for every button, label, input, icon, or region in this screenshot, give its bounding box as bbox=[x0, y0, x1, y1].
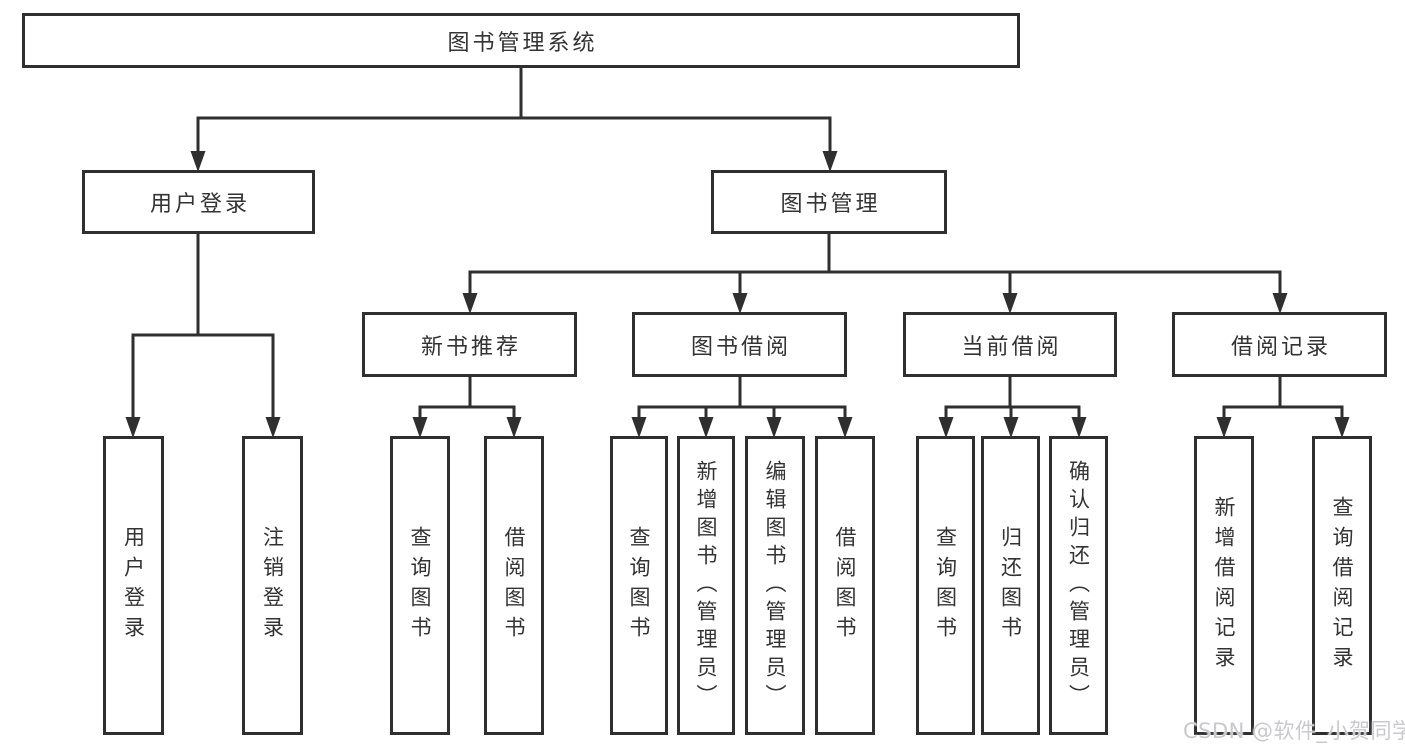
leaf-query-borrow-record: 查询借阅记录 bbox=[1312, 436, 1372, 735]
leaf-add-book-admin: 新增图书（管理员） bbox=[677, 436, 735, 735]
leaf-user-login: 用户登录 bbox=[103, 436, 164, 735]
leaf-logout-label: 注销登录 bbox=[260, 525, 285, 646]
node-book-borrowing-label: 图书借阅 bbox=[690, 334, 791, 360]
leaf-add-borrow-record: 新增借阅记录 bbox=[1194, 436, 1254, 735]
node-book-management: 图书管理 bbox=[711, 170, 947, 234]
node-book-management-label: 图书管理 bbox=[780, 192, 881, 217]
leaf-logout: 注销登录 bbox=[242, 436, 303, 735]
leaf-return-book-label: 归还图书 bbox=[998, 525, 1023, 646]
node-root: 图书管理系统 bbox=[22, 13, 1020, 68]
node-current-borrowing: 当前借阅 bbox=[903, 312, 1117, 377]
leaf-query-book-2: 查询图书 bbox=[610, 436, 668, 735]
node-new-book-recommendation: 新书推荐 bbox=[362, 312, 577, 377]
node-book-borrowing: 图书借阅 bbox=[632, 312, 847, 377]
leaf-borrow-book-1: 借阅图书 bbox=[484, 436, 544, 735]
leaf-edit-book-admin: 编辑图书（管理员） bbox=[745, 436, 805, 735]
leaf-query-book-3: 查询图书 bbox=[916, 436, 975, 735]
leaf-add-book-admin-label: 新增图书（管理员） bbox=[694, 459, 718, 712]
leaf-query-borrow-record-label: 查询借阅记录 bbox=[1330, 495, 1354, 676]
watermark: CSDN @软件_小贺同学 bbox=[1183, 719, 1405, 743]
leaf-confirm-return-admin: 确认归还（管理员） bbox=[1049, 436, 1108, 735]
leaf-user-login-label: 用户登录 bbox=[121, 525, 146, 646]
node-new-book-recommendation-label: 新书推荐 bbox=[420, 334, 521, 360]
node-current-borrowing-label: 当前借阅 bbox=[961, 334, 1062, 360]
leaf-query-book-1: 查询图书 bbox=[390, 436, 450, 735]
leaf-edit-book-admin-label: 编辑图书（管理员） bbox=[763, 459, 787, 712]
leaf-add-borrow-record-label: 新增借阅记录 bbox=[1212, 495, 1236, 676]
leaf-borrow-book-2: 借阅图书 bbox=[815, 436, 875, 735]
leaf-query-book-1-label: 查询图书 bbox=[408, 525, 432, 646]
leaf-borrow-book-1-label: 借阅图书 bbox=[502, 525, 526, 646]
node-borrowing-records-label: 借阅记录 bbox=[1230, 334, 1331, 360]
leaf-query-book-2-label: 查询图书 bbox=[627, 525, 651, 646]
node-borrowing-records: 借阅记录 bbox=[1172, 312, 1387, 377]
leaf-confirm-return-admin-label: 确认归还（管理员） bbox=[1066, 459, 1091, 712]
leaf-query-book-3-label: 查询图书 bbox=[933, 525, 958, 646]
leaf-borrow-book-2-label: 借阅图书 bbox=[833, 525, 857, 646]
node-user-login-label: 用户登录 bbox=[149, 192, 250, 217]
node-root-label: 图书管理系统 bbox=[447, 30, 598, 56]
leaf-return-book: 归还图书 bbox=[981, 436, 1040, 735]
node-user-login: 用户登录 bbox=[82, 170, 315, 234]
